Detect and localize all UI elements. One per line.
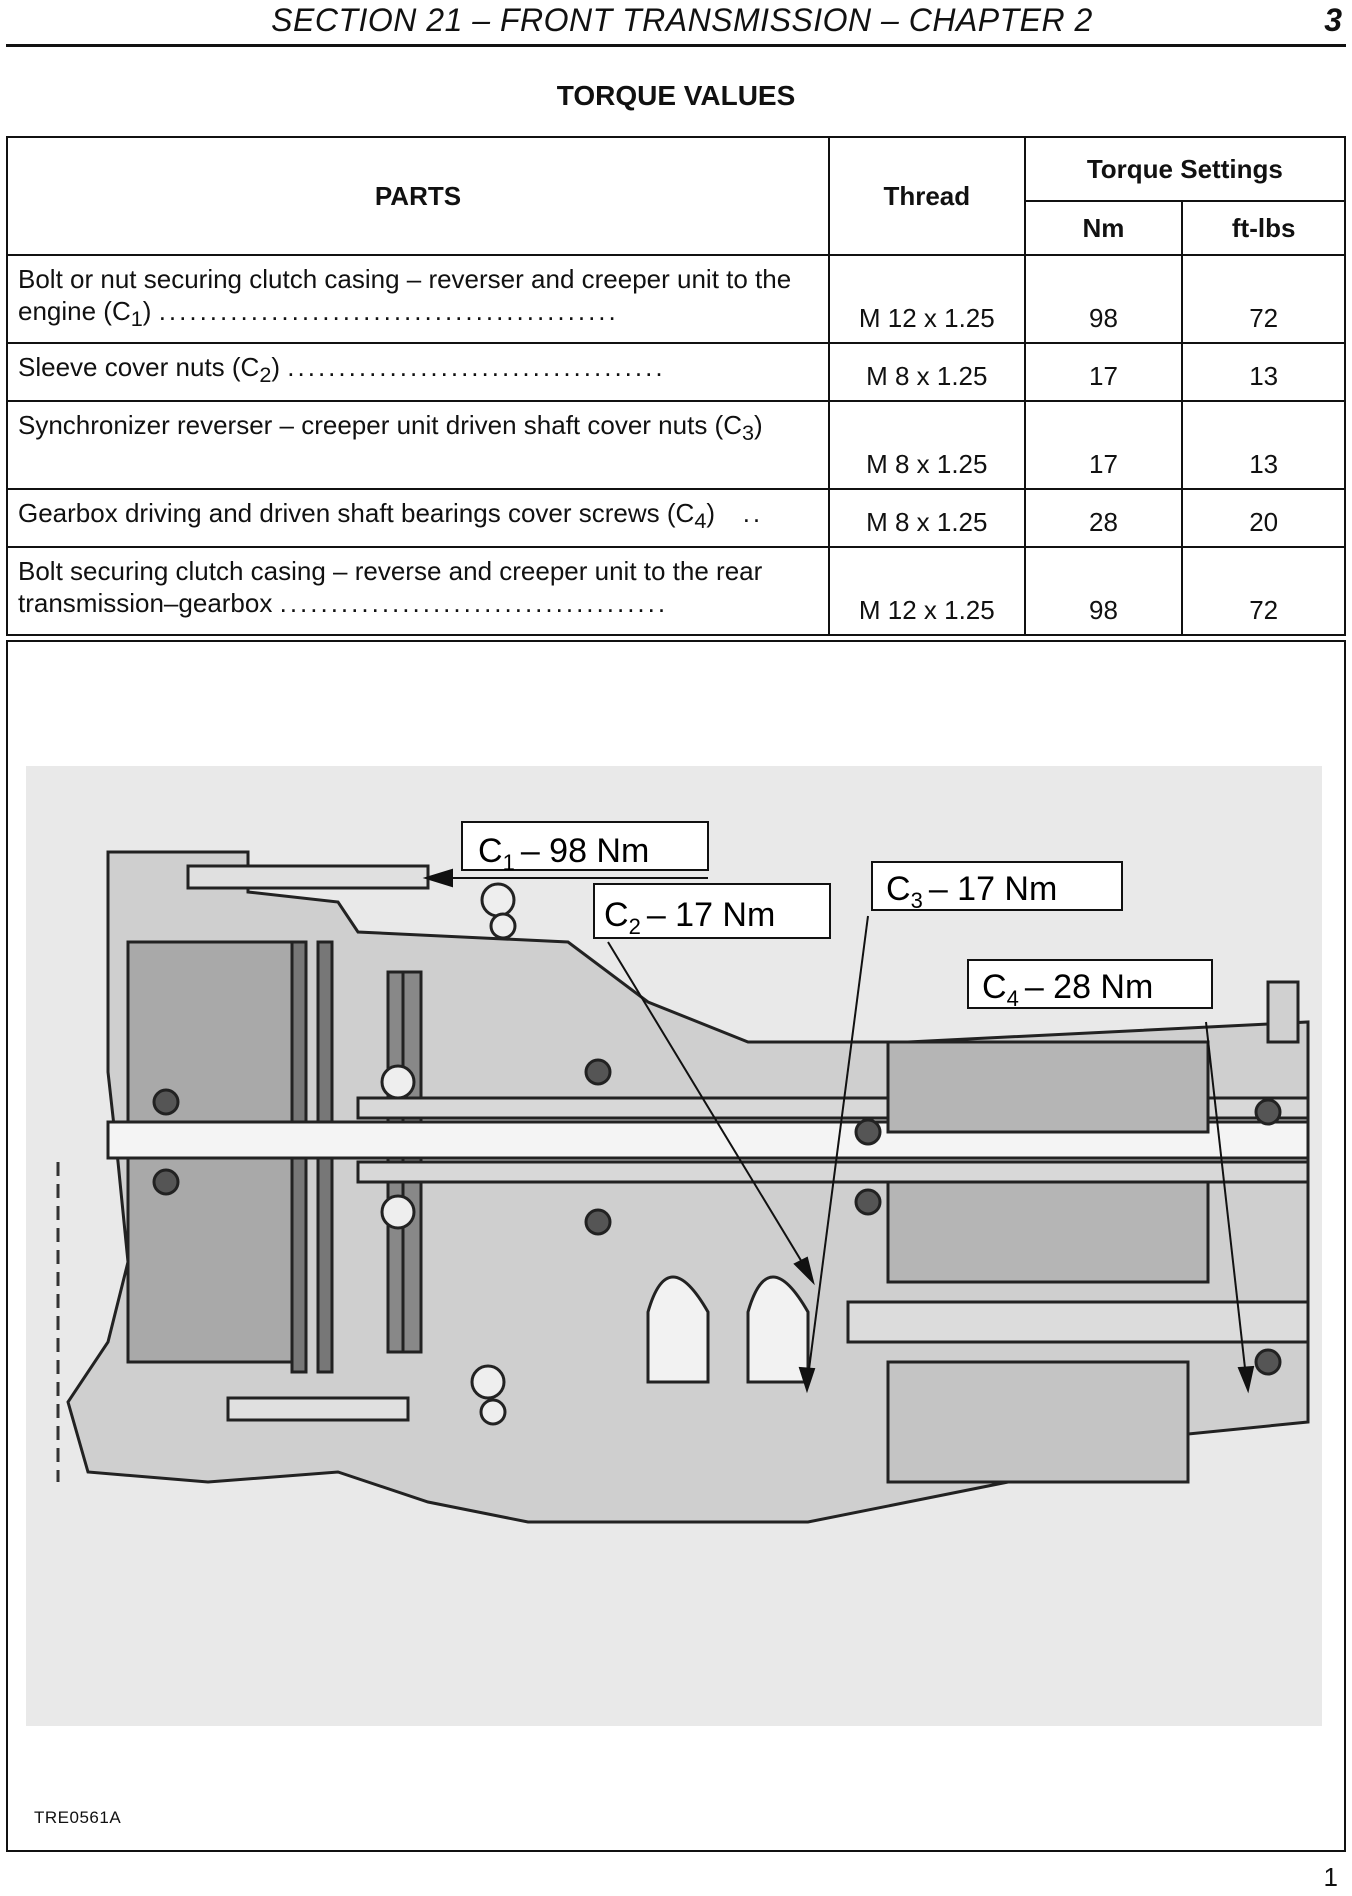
thread-cell: M 8 x 1.25 — [827, 488, 1026, 548]
callout-label: C — [886, 870, 911, 908]
header-ftlbs: ft-lbs — [1181, 200, 1346, 256]
nm-cell: 98 — [1023, 254, 1184, 344]
part-text: Sleeve cover nuts (C — [18, 352, 260, 382]
part-text: Gearbox driving and driven shaft bearing… — [18, 498, 695, 528]
callout-value: – 28 Nm — [1025, 968, 1154, 1006]
callout-c3: C3– 17 Nm — [871, 861, 1123, 913]
part-cell: Gearbox driving and driven shaft bearing… — [6, 488, 830, 548]
part-subscript: 3 — [741, 420, 755, 446]
page-title: TORQUE VALUES — [556, 80, 796, 111]
nm-cell: 98 — [1023, 546, 1184, 636]
page-header: SECTION 21 – FRONT TRANSMISSION – CHAPTE… — [6, 0, 1346, 47]
nm-cell: 17 — [1023, 342, 1184, 402]
callout-label: C — [478, 832, 503, 870]
figure-code: TRE0561A — [34, 1808, 122, 1827]
callout-c1: C1– 98 Nm — [461, 821, 709, 875]
svg-text:C4– 28 Nm: C4– 28 Nm — [982, 968, 1153, 1011]
callout-leaders — [422, 868, 1255, 1394]
callout-c4: C4– 28 Nm — [967, 959, 1213, 1011]
callout-subscript: 4 — [1007, 986, 1019, 1011]
table-row: Bolt securing clutch casing – reverse an… — [6, 546, 1346, 636]
ftlbs-cell: 13 — [1181, 400, 1346, 490]
part-suffix: ) — [271, 352, 281, 382]
part-text: Synchronizer reverser – creeper unit dri… — [18, 410, 742, 440]
table-row: Synchronizer reverser – creeper unit dri… — [6, 400, 1346, 490]
table-row: Gearbox driving and driven shaft bearing… — [6, 488, 1346, 548]
thread-cell: M 12 x 1.25 — [827, 254, 1026, 344]
torque-table: PARTS Thread Torque Settings Nm ft-lbs B… — [6, 136, 1347, 636]
svg-text:C3– 17 Nm: C3– 17 Nm — [886, 870, 1057, 913]
leader-dots: ..................................... — [287, 352, 666, 382]
svg-text:C2– 17 Nm: C2– 17 Nm — [604, 896, 775, 939]
nm-cell: 28 — [1023, 488, 1184, 548]
leader-dots: ........................................… — [158, 295, 619, 326]
svg-text:C1– 98 Nm: C1– 98 Nm — [478, 832, 649, 875]
transmission-housing — [66, 850, 1310, 1524]
part-suffix: ) — [706, 498, 716, 528]
callout-label: C — [982, 968, 1007, 1006]
part-text: engine (C — [18, 295, 131, 326]
table-row: Bolt or nut securing clutch casing – rev… — [6, 254, 1346, 344]
part-text: transmission–gearbox — [18, 587, 273, 618]
figure-number: 1 — [1323, 1862, 1338, 1892]
header-torque-settings: Torque Settings — [1023, 136, 1347, 202]
page-number: 3 — [1324, 2, 1342, 38]
part-text: Bolt securing clutch casing – reverse an… — [18, 556, 763, 586]
callout-subscript: 1 — [503, 850, 515, 875]
header-nm: Nm — [1023, 200, 1184, 256]
thread-cell: M 12 x 1.25 — [827, 546, 1026, 636]
callout-subscript: 2 — [629, 914, 641, 939]
part-suffix: ) — [754, 410, 763, 440]
part-cell: Bolt securing clutch casing – reverse an… — [6, 546, 830, 636]
transmission-figure: C1– 98 Nm C2– 17 Nm C3– 17 Nm C4– 28 Nm … — [6, 640, 1346, 1852]
part-cell: Bolt or nut securing clutch casing – rev… — [6, 254, 830, 344]
callout-value: – 17 Nm — [929, 870, 1058, 908]
header-thread: Thread — [827, 136, 1026, 256]
thread-cell: M 8 x 1.25 — [827, 342, 1026, 402]
leader-dots: ...................................... — [279, 587, 669, 618]
part-cell: Synchronizer reverser – creeper unit dri… — [6, 400, 830, 490]
callout-value: – 98 Nm — [521, 832, 650, 870]
callout-value: – 17 Nm — [647, 896, 776, 934]
transmission-drawing: C1– 98 Nm C2– 17 Nm C3– 17 Nm C4– 28 Nm — [26, 766, 1322, 1726]
ftlbs-cell: 20 — [1181, 488, 1346, 548]
part-text: Bolt or nut securing clutch casing – rev… — [18, 264, 792, 294]
header-parts: PARTS — [6, 136, 830, 256]
table-row: Sleeve cover nuts (C2) .................… — [6, 342, 1346, 402]
part-cell: Sleeve cover nuts (C2) .................… — [6, 342, 830, 402]
section-title: SECTION 21 – FRONT TRANSMISSION – CHAPTE… — [271, 2, 1093, 38]
ftlbs-cell: 72 — [1181, 254, 1346, 344]
callout-label: C — [604, 896, 629, 934]
part-subscript: 2 — [259, 362, 272, 388]
thread-cell: M 8 x 1.25 — [827, 400, 1026, 490]
nm-cell: 17 — [1023, 400, 1184, 490]
part-subscript: 4 — [694, 508, 707, 534]
leader-dots: .. — [722, 498, 764, 528]
part-subscript: 1 — [130, 305, 143, 331]
ftlbs-cell: 13 — [1181, 342, 1346, 402]
callout-subscript: 3 — [911, 888, 923, 913]
part-suffix: ) — [142, 295, 152, 326]
ftlbs-cell: 72 — [1181, 546, 1346, 636]
callout-c2: C2– 17 Nm — [593, 883, 831, 939]
